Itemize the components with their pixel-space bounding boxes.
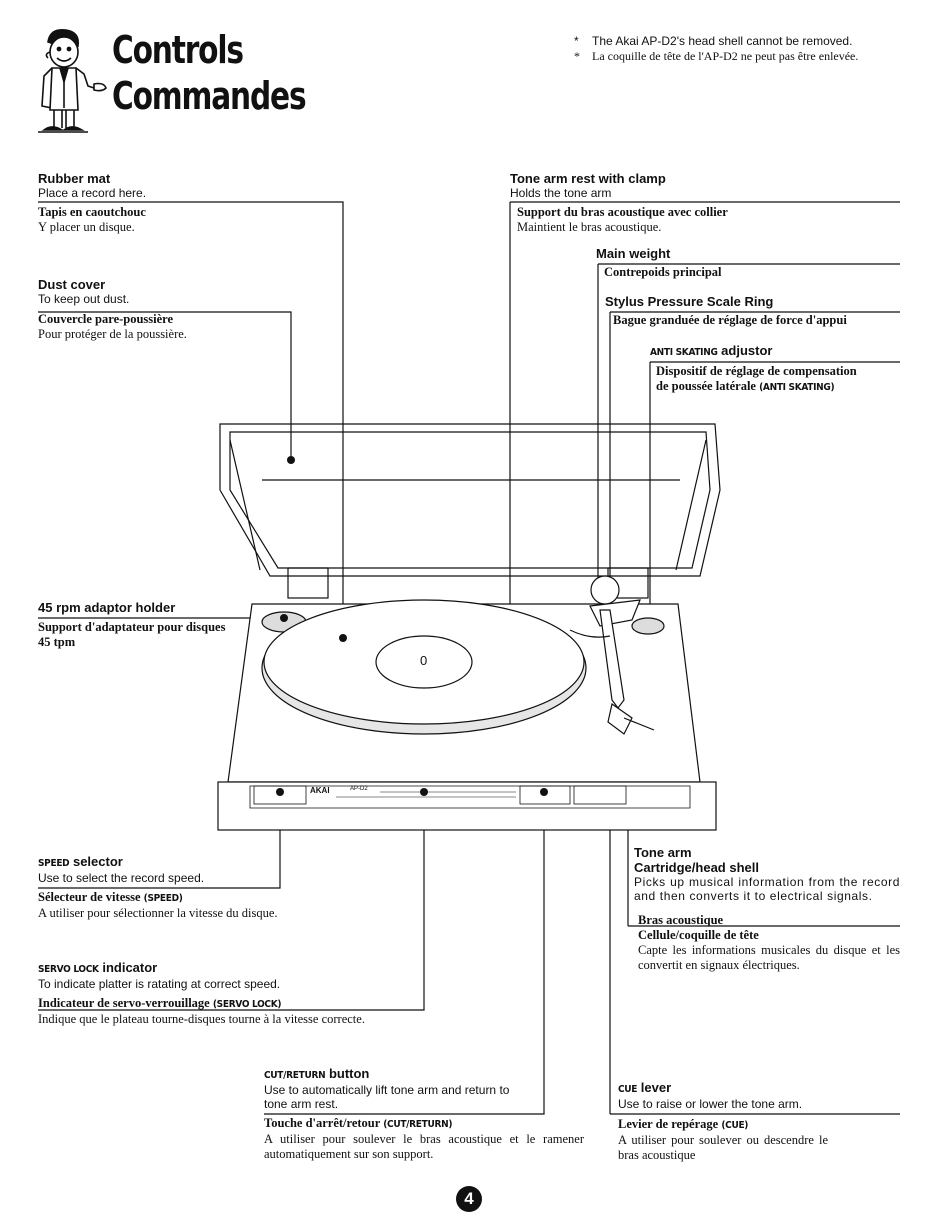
note-en: *The Akai AP-D2's head shell cannot be r… — [574, 34, 853, 48]
label-dust-cover: Dust cover To keep out dust. Couvercle p… — [38, 277, 187, 341]
callout-dot-servo — [420, 788, 428, 796]
callout-dot-rubber-mat — [339, 634, 347, 642]
label-cue-lever: CUE lever Use to raise or lower the tone… — [618, 1080, 828, 1162]
mascot-illustration — [38, 28, 107, 133]
page-number: 4 — [456, 1186, 482, 1212]
model-label: AP-D2 — [350, 786, 368, 792]
label-anti-skating: ANTI SKATING adjustor Dispositif de régl… — [650, 343, 857, 393]
label-adaptor-holder: 45 rpm adaptor holder Support d'adaptate… — [38, 600, 226, 649]
label-servo-lock: SERVO LOCK indicator To indicate platter… — [38, 960, 365, 1026]
label-main-weight: Main weight Contrepoids principal — [596, 246, 722, 279]
label-speed-selector: SPEED selector Use to select the record … — [38, 854, 278, 920]
callout-dot-adaptor — [280, 614, 288, 622]
label-stylus-ring: Stylus Pressure Scale Ring Bague grandué… — [605, 294, 847, 327]
callout-dot-cut — [540, 788, 548, 796]
brand-label: AKAI — [310, 786, 330, 795]
label-tone-arm-rest: Tone arm rest with clamp Holds the tone … — [510, 171, 728, 234]
page-title-fr: Commandes — [112, 74, 307, 118]
label-tone-arm: Tone arm Cartridge/head shell Picks up m… — [634, 845, 900, 972]
page-title-en: Controls — [112, 28, 244, 72]
note-fr: *La coquille de tête de l'AP-D2 ne peut … — [574, 49, 859, 63]
label-rubber-mat: Rubber mat Place a record here. Tapis en… — [38, 171, 147, 234]
callout-dot-dust-cover — [287, 456, 295, 464]
label-cut-return: CUT/RETURN button Use to automatically l… — [264, 1066, 584, 1161]
spindle-label: 0 — [420, 653, 428, 668]
callout-dot-speed — [276, 788, 284, 796]
